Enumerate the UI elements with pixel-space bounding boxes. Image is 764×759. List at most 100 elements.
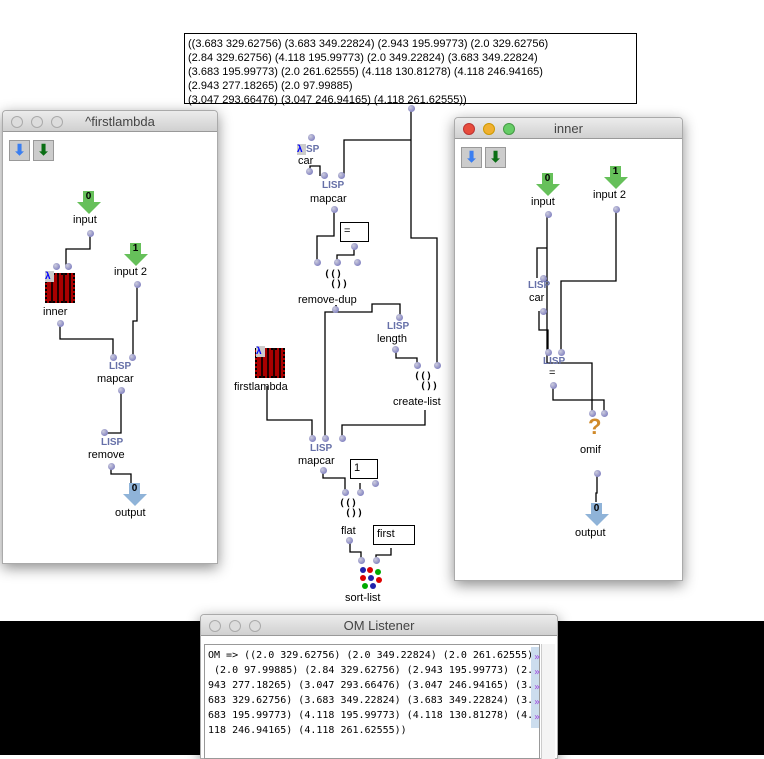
- outlet[interactable]: [550, 382, 557, 389]
- inlet[interactable]: [558, 349, 565, 356]
- sort-list-icon: [360, 567, 382, 589]
- input2-index: 1: [610, 166, 621, 177]
- minimize-button[interactable]: [229, 620, 241, 632]
- inlet[interactable]: [314, 259, 321, 266]
- listener-line: (2.0 97.99885) (2.84 329.62756) (2.943 1…: [208, 665, 534, 676]
- inlet[interactable]: [339, 435, 346, 442]
- result-box-outlet[interactable]: [408, 105, 415, 112]
- lisp-icon: LISP: [543, 356, 566, 367]
- close-button[interactable]: [11, 116, 23, 128]
- close-button[interactable]: [209, 620, 221, 632]
- zoom-button[interactable]: [503, 123, 515, 135]
- inlet[interactable]: [322, 435, 329, 442]
- inlet[interactable]: [342, 489, 349, 496]
- outlet[interactable]: [545, 211, 552, 218]
- inlet[interactable]: [101, 429, 108, 436]
- input2-arrow-icon[interactable]: [604, 177, 628, 189]
- inlet[interactable]: [321, 172, 328, 179]
- remove-dup-label: remove-dup: [298, 294, 357, 306]
- inlet[interactable]: [414, 362, 421, 369]
- outlet[interactable]: [87, 230, 94, 237]
- add-output-button[interactable]: ⬇: [485, 147, 506, 168]
- lisp-icon: LISP: [322, 180, 345, 191]
- inlet[interactable]: [540, 275, 547, 282]
- input2-arrow-icon[interactable]: [124, 254, 148, 266]
- outlet[interactable]: [540, 308, 547, 315]
- mapcar-label: mapcar: [310, 193, 347, 205]
- outlet[interactable]: [392, 346, 399, 353]
- close-button[interactable]: [463, 123, 475, 135]
- outlet[interactable]: [320, 467, 327, 474]
- add-output-button[interactable]: ⬇: [33, 140, 54, 161]
- inlet[interactable]: [309, 435, 316, 442]
- sort-list-label: sort-list: [345, 592, 381, 604]
- inlet[interactable]: [129, 354, 136, 361]
- listener-line: OM => ((2.0 329.62756) (2.0 349.22824) (…: [208, 650, 534, 661]
- input-arrow-icon[interactable]: [536, 184, 560, 196]
- inner-patch-icon[interactable]: [45, 273, 75, 303]
- list-brackets-icon: (() ()): [339, 498, 364, 519]
- outlet[interactable]: [331, 206, 338, 213]
- output-arrow-icon[interactable]: [585, 514, 609, 526]
- listener-output[interactable]: OM => ((2.0 329.62756) (2.0 349.22824) (…: [204, 644, 540, 759]
- inlet[interactable]: [110, 354, 117, 361]
- outlet[interactable]: [351, 243, 358, 250]
- add-input-button[interactable]: ⬇: [461, 147, 482, 168]
- omif-question-icon: ?: [588, 414, 602, 439]
- inlet[interactable]: [338, 172, 345, 179]
- outlet[interactable]: [306, 168, 313, 175]
- remove-label: remove: [88, 449, 125, 461]
- inlet[interactable]: [357, 489, 364, 496]
- inlet[interactable]: [358, 557, 365, 564]
- first-value-box[interactable]: first: [373, 525, 415, 545]
- output-index: 0: [129, 483, 140, 494]
- inlet[interactable]: [354, 259, 361, 266]
- result-line: (3.683 195.99773) (2.0 261.62555) (4.118…: [188, 66, 543, 78]
- zoom-button[interactable]: [249, 620, 261, 632]
- listener-line: 683 195.99773) (4.118 195.99773) (4.118 …: [208, 710, 534, 721]
- input2-label: input 2: [114, 266, 148, 278]
- input-index: 0: [542, 173, 553, 184]
- inlet[interactable]: [601, 410, 608, 417]
- firstlambda-label: firstlambda: [234, 381, 288, 393]
- output-label: output: [575, 527, 606, 539]
- inlet[interactable]: [434, 362, 441, 369]
- outlet[interactable]: [118, 387, 125, 394]
- window-title: ^firstlambda: [85, 114, 155, 129]
- outlet[interactable]: [372, 480, 379, 487]
- inlet[interactable]: [396, 314, 403, 321]
- add-input-button[interactable]: ⬇: [9, 140, 30, 161]
- input-arrow-icon[interactable]: [77, 202, 101, 214]
- inlet[interactable]: [308, 134, 315, 141]
- outlet[interactable]: [346, 537, 353, 544]
- outlet[interactable]: [57, 320, 64, 327]
- inlet[interactable]: [65, 263, 72, 270]
- result-line: (2.943 277.18265) (2.0 97.99885): [188, 80, 353, 92]
- inlet[interactable]: [545, 349, 552, 356]
- output-index: 0: [591, 503, 602, 514]
- outlet[interactable]: [613, 206, 620, 213]
- title-bar[interactable]: inner: [455, 118, 682, 139]
- eq-value-box[interactable]: =: [340, 222, 369, 242]
- output-arrow-icon[interactable]: [123, 494, 147, 506]
- one-value-box[interactable]: 1: [350, 459, 378, 479]
- outlet[interactable]: [594, 470, 601, 477]
- lisp-icon: LISP: [528, 280, 551, 291]
- outlet[interactable]: [108, 463, 115, 470]
- zoom-button[interactable]: [51, 116, 63, 128]
- list-brackets-icon: (() ()): [324, 269, 349, 290]
- inlet[interactable]: [589, 410, 596, 417]
- outlet[interactable]: [134, 281, 141, 288]
- title-bar[interactable]: ^firstlambda: [3, 111, 217, 132]
- inlet[interactable]: [334, 259, 341, 266]
- inlet[interactable]: [373, 557, 380, 564]
- inner-window: inner ⬇ ⬇ 0 input 1 input 2 LISP car LIS…: [454, 117, 683, 581]
- title-bar[interactable]: OM Listener: [201, 615, 557, 636]
- minimize-button[interactable]: [31, 116, 43, 128]
- result-text-box[interactable]: ((3.683 329.62756) (3.683 349.22824) (2.…: [184, 33, 637, 106]
- outlet[interactable]: [332, 306, 339, 313]
- scrollbar[interactable]: [541, 644, 555, 759]
- inlet[interactable]: [53, 263, 60, 270]
- lisp-icon: LISP: [101, 437, 124, 448]
- minimize-button[interactable]: [483, 123, 495, 135]
